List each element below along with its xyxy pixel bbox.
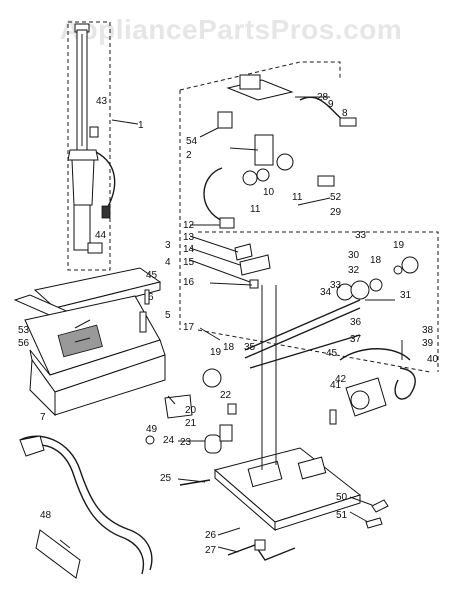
callout-28: 28 xyxy=(317,92,329,103)
callout-42: 42 xyxy=(335,374,347,385)
callout-1: 1 xyxy=(138,120,144,131)
callout-33: 33 xyxy=(330,280,342,291)
callout-31: 31 xyxy=(400,290,412,301)
callout-37: 37 xyxy=(350,334,362,345)
callout-21: 21 xyxy=(185,418,197,429)
brushroll-assembly xyxy=(202,243,419,388)
callout-33: 33 xyxy=(355,230,367,241)
hose-assembly xyxy=(19,435,153,579)
callout-18: 18 xyxy=(223,342,235,353)
callout-6: 6 xyxy=(148,292,154,303)
callout-39: 39 xyxy=(422,338,434,349)
callout-29: 29 xyxy=(330,207,342,218)
callout-34: 34 xyxy=(320,287,332,298)
leader-lines xyxy=(74,96,395,553)
callout-56: 56 xyxy=(18,338,30,349)
callout-24: 24 xyxy=(163,435,175,446)
callout-45: 45 xyxy=(146,270,158,281)
motor-assembly xyxy=(329,340,416,529)
callout-7: 7 xyxy=(40,412,46,423)
callout-20: 20 xyxy=(185,405,197,416)
callout-25: 25 xyxy=(160,473,172,484)
height-adjust-handle xyxy=(227,539,296,561)
callout-50: 50 xyxy=(336,492,348,503)
handle-tube-assembly xyxy=(67,23,116,254)
callout-53: 53 xyxy=(18,325,30,336)
callout-17: 17 xyxy=(183,322,195,333)
callout-57: 57 xyxy=(0,0,12,3)
callout-19: 19 xyxy=(393,240,405,251)
callout-14: 14 xyxy=(183,244,195,255)
callout-48: 48 xyxy=(40,510,52,521)
watermark: AppliancePartsPros.com xyxy=(59,14,403,45)
callout-18: 18 xyxy=(370,255,382,266)
callout-11: 11 xyxy=(292,192,303,203)
switch-cord-assembly xyxy=(203,74,357,229)
callout-22: 22 xyxy=(220,390,232,401)
callout-45: 45 xyxy=(326,348,338,359)
callout-23: 23 xyxy=(180,437,192,448)
base-pan xyxy=(213,285,362,532)
callout-13: 13 xyxy=(183,232,195,243)
callout-11: 11 xyxy=(250,204,261,215)
center-parts xyxy=(145,394,237,486)
callout-16: 16 xyxy=(183,277,195,288)
callout-40: 40 xyxy=(427,354,439,365)
callout-19: 19 xyxy=(210,347,222,358)
callout-5: 5 xyxy=(165,310,171,321)
assembly-group-outlines xyxy=(67,21,439,373)
callout-51: 51 xyxy=(336,510,348,521)
callout-15: 15 xyxy=(183,257,195,268)
callout-41: 41 xyxy=(330,380,342,391)
callout-52: 52 xyxy=(330,192,342,203)
callout-59: 59 xyxy=(0,0,12,3)
part-callout-labels: 1234567891011111213141516171818191920212… xyxy=(0,0,439,556)
callout-43: 43 xyxy=(96,96,108,107)
callout-2: 2 xyxy=(186,150,192,161)
callout-10: 10 xyxy=(263,187,275,198)
callout-35: 35 xyxy=(244,342,256,353)
callout-38: 38 xyxy=(422,325,434,336)
callout-32: 32 xyxy=(348,265,360,276)
callout-27: 27 xyxy=(205,545,217,556)
callout-8: 8 xyxy=(342,108,348,119)
callout-9: 9 xyxy=(328,99,334,110)
callout-54: 54 xyxy=(186,136,198,147)
callout-44: 44 xyxy=(95,230,107,241)
callout-26: 26 xyxy=(205,530,217,541)
callout-36: 36 xyxy=(350,317,362,328)
hood-cover-assembly xyxy=(13,267,166,417)
callout-12: 12 xyxy=(183,220,195,231)
callout-3: 3 xyxy=(165,240,171,251)
callout-49: 49 xyxy=(146,424,158,435)
callout-4: 4 xyxy=(165,257,171,268)
callout-30: 30 xyxy=(348,250,360,261)
